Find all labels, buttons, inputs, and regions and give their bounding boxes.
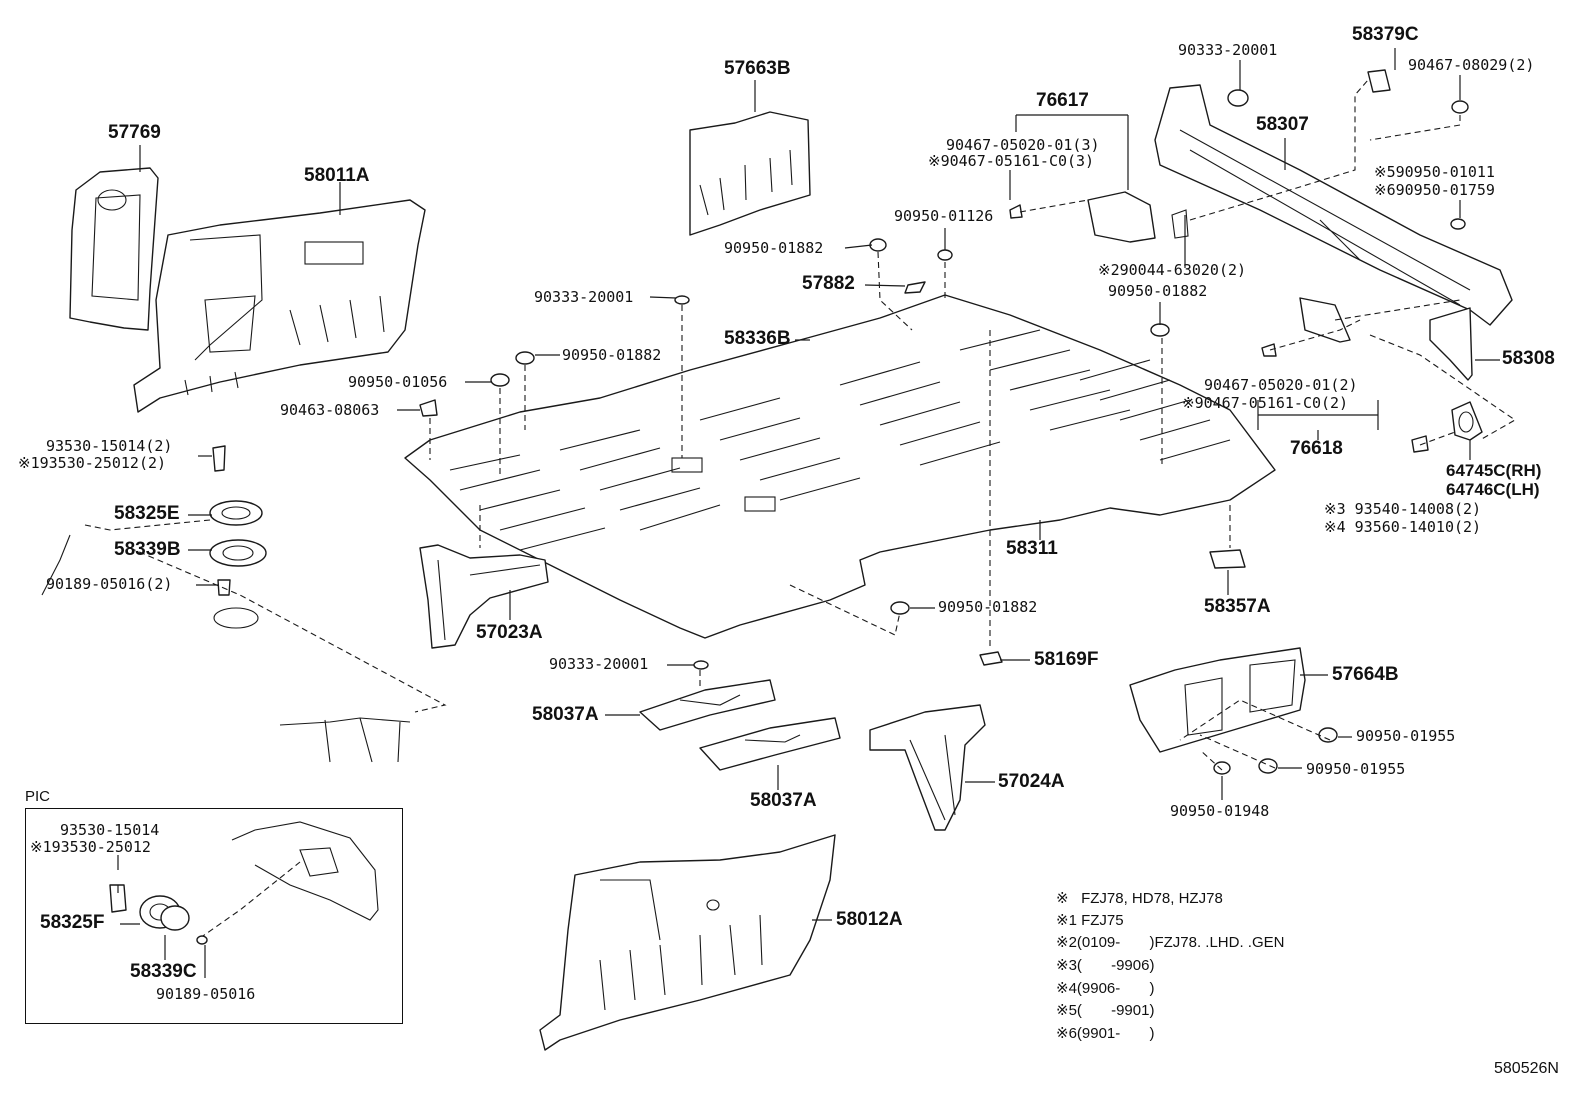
- pic-title: PIC: [25, 788, 51, 805]
- label-58308: 58308: [1502, 348, 1555, 369]
- label-90333-20001-top: 90333-20001: [1178, 41, 1278, 59]
- label-57663B: 57663B: [724, 58, 791, 79]
- label-90333-20001-low: 90333-20001: [549, 655, 649, 673]
- label-58307: 58307: [1256, 114, 1309, 135]
- label-90950-01882-d: 90950-01882: [938, 598, 1038, 616]
- label-57664B: 57664B: [1332, 664, 1399, 685]
- note-line-4: ※4(9906- ): [1056, 980, 1155, 997]
- label-57024A: 57024A: [998, 771, 1065, 792]
- label-58311: 58311: [1006, 538, 1058, 559]
- label-93530-15014-2: 93530-15014(2): [46, 437, 173, 455]
- label-90467-05020-01-3: 90467-05020-01(3): [946, 136, 1100, 154]
- floor-58311-shape: [404, 294, 1276, 639]
- label-58037A-a: 58037A: [532, 704, 599, 725]
- label-6-90950-01759: ※690950-01759: [1374, 181, 1495, 199]
- cover-64745C-shape: [1451, 401, 1483, 441]
- label-90333-20001-mid: 90333-20001: [534, 288, 634, 306]
- pic-detail-shapes: [109, 821, 379, 978]
- label-90950-01126: 90950-01126: [894, 207, 994, 225]
- pic-label-58325F: 58325F: [40, 912, 105, 933]
- note-line-3: ※3( -9906): [1056, 957, 1155, 974]
- dashed-guides: [84, 79, 1517, 771]
- label-90189-05016-2: 90189-05016(2): [46, 575, 173, 593]
- label-58037A-b: 58037A: [750, 790, 817, 811]
- crossmember-58307-shape: [1154, 84, 1513, 326]
- crossmember-58037A-shapes: [639, 679, 841, 771]
- label-58379C: 58379C: [1352, 24, 1419, 45]
- pic-label-93530-15014: 93530-15014: [60, 821, 160, 839]
- label-58339B: 58339B: [114, 539, 181, 560]
- panel-58012A-shape: [539, 834, 836, 1051]
- label-90950-01882-c: 90950-01882: [562, 346, 662, 364]
- plate-76617-shape: [1087, 191, 1189, 243]
- label-58012A: 58012A: [836, 909, 903, 930]
- label-64745C-RH: 64745C(RH): [1446, 461, 1542, 480]
- pic-label-1-93530-25012: ※193530-25012: [30, 838, 151, 856]
- label-90467-05020-01-2: 90467-05020-01(2): [1204, 376, 1358, 394]
- note-line-5: ※5( -9901): [1056, 1002, 1155, 1019]
- label-57882: 57882: [802, 273, 855, 294]
- clips-and-plugs-shapes: [419, 69, 1469, 775]
- label-76618: 76618: [1290, 438, 1343, 459]
- label-58169F: 58169F: [1034, 649, 1099, 670]
- label-90463-08063: 90463-08063: [280, 401, 380, 419]
- label-90467-08029-2: 90467-08029(2): [1408, 56, 1535, 74]
- bracket-57023A-shape: [419, 544, 549, 649]
- note-line-2: ※2(0109- )FZJ78. .LHD. .GEN: [1056, 934, 1285, 951]
- label-90467-05161-C0-2: ※90467-05161-C0(2): [1182, 394, 1349, 412]
- label-3-93540-14008-2: ※3 93540-14008(2): [1324, 500, 1482, 518]
- label-58011A: 58011A: [304, 165, 370, 186]
- label-90950-01948: 90950-01948: [1170, 802, 1270, 820]
- label-2-90044-63020-2: ※290044-63020(2): [1098, 261, 1247, 279]
- panel-57664B-shape: [1129, 647, 1306, 753]
- label-58357A: 58357A: [1204, 596, 1271, 617]
- pic-label-90189-05016: 90189-05016: [156, 985, 256, 1003]
- label-64746C-LH: 64746C(LH): [1446, 480, 1540, 499]
- label-57023A: 57023A: [476, 622, 543, 643]
- panel-58011A-shape: [133, 199, 426, 413]
- label-90950-01955-a: 90950-01955: [1356, 727, 1456, 745]
- label-57769: 57769: [108, 122, 161, 143]
- plate-76618-shape: [1299, 297, 1351, 343]
- bracket-57024A-shape: [869, 704, 986, 831]
- pic-detail-box: [25, 808, 403, 1024]
- label-90950-01882-a: 90950-01882: [724, 239, 824, 257]
- leader-lines: [139, 48, 1500, 921]
- panel-57769-shape: [69, 167, 159, 331]
- label-4-93560-14010-2: ※4 93560-14010(2): [1324, 518, 1482, 536]
- panel-58308-shape: [1429, 307, 1473, 381]
- label-58325E: 58325E: [114, 503, 180, 524]
- label-90950-01056: 90950-01056: [348, 373, 448, 391]
- label-90950-01955-b: 90950-01955: [1306, 760, 1406, 778]
- label-90950-01882-b: 90950-01882: [1108, 282, 1208, 300]
- panel-57663B-shape: [689, 111, 811, 236]
- bracket-58357A-shape: [1209, 549, 1246, 569]
- label-1-93530-25012-2: ※193530-25012(2): [18, 454, 167, 472]
- note-line-1: ※1 FZJ75: [1056, 912, 1124, 929]
- label-58336B: 58336B: [724, 328, 791, 349]
- left-floor-outline: [41, 534, 411, 763]
- note-line-0: ※ FZJ78, HD78, HZJ78: [1056, 890, 1223, 907]
- washers-left-shapes: [209, 445, 267, 629]
- pic-label-58339C: 58339C: [130, 961, 197, 982]
- note-line-6: ※6(9901- ): [1056, 1025, 1155, 1042]
- diagram-id: 580526N: [1494, 1060, 1559, 1077]
- label-5-90950-01011: ※590950-01011: [1374, 163, 1495, 181]
- label-76617: 76617: [1036, 90, 1089, 111]
- label-90467-05161-C0-3: ※90467-05161-C0(3): [928, 152, 1095, 170]
